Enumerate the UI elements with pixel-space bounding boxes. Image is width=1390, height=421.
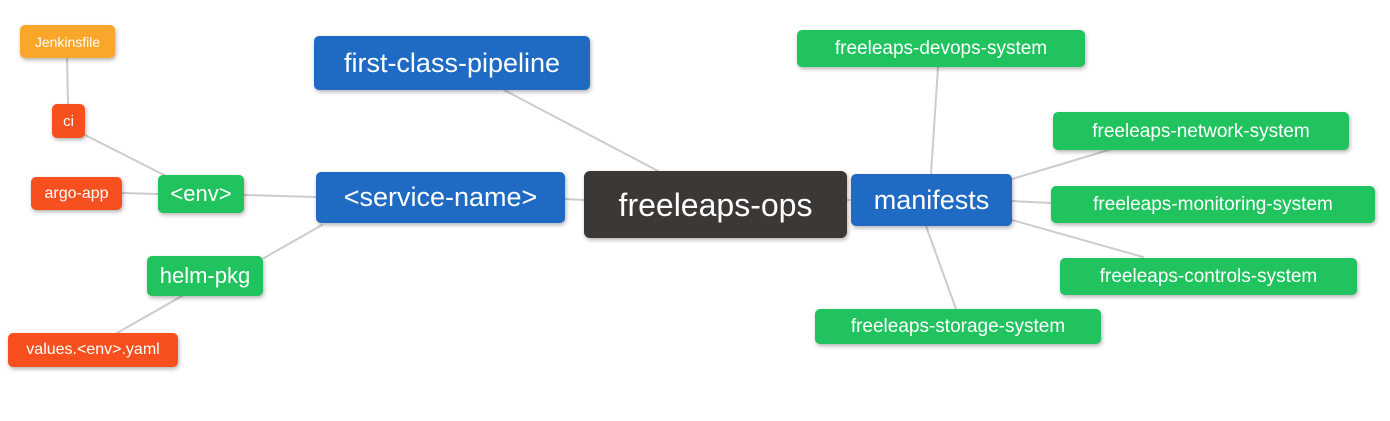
node-ci[interactable]: ci (52, 104, 85, 138)
edge-pipeline-root (503, 89, 659, 172)
edge-service-name-root (564, 198, 585, 201)
edge-manifests-network (1011, 148, 1113, 180)
node-values-env-yaml[interactable]: values.<env>.yaml (8, 333, 178, 367)
node-freeleaps-ops-root[interactable]: freeleaps-ops (584, 171, 847, 238)
node-manifests[interactable]: manifests (851, 174, 1012, 226)
edge-ci-env (84, 134, 169, 178)
node-freeleaps-network-system[interactable]: freeleaps-network-system (1053, 112, 1349, 150)
node-first-class-pipeline[interactable]: first-class-pipeline (314, 36, 590, 90)
node-freeleaps-storage-system[interactable]: freeleaps-storage-system (815, 309, 1101, 344)
edge-env-service-name (243, 194, 317, 198)
node-service-name[interactable]: <service-name> (316, 172, 565, 223)
edge-manifests-devops (930, 66, 939, 175)
edge-manifests-monitoring (1011, 200, 1052, 204)
edge-manifests-controls (1011, 219, 1144, 258)
node-freeleaps-controls-system[interactable]: freeleaps-controls-system (1060, 258, 1357, 295)
node-freeleaps-monitoring-system[interactable]: freeleaps-monitoring-system (1051, 186, 1375, 223)
edge-jenkinsfile-ci (66, 57, 69, 105)
edge-values-helm-pkg (116, 295, 183, 334)
node-freeleaps-devops-system[interactable]: freeleaps-devops-system (797, 30, 1085, 67)
node-argo-app[interactable]: argo-app (31, 177, 122, 210)
edge-manifests-storage (925, 225, 957, 310)
edge-helm-pkg-service-name (263, 224, 323, 259)
node-jenkinsfile[interactable]: Jenkinsfile (20, 25, 115, 58)
node-helm-pkg[interactable]: helm-pkg (147, 256, 263, 296)
node-env[interactable]: <env> (158, 175, 244, 213)
edge-argo-app-env (121, 192, 159, 195)
